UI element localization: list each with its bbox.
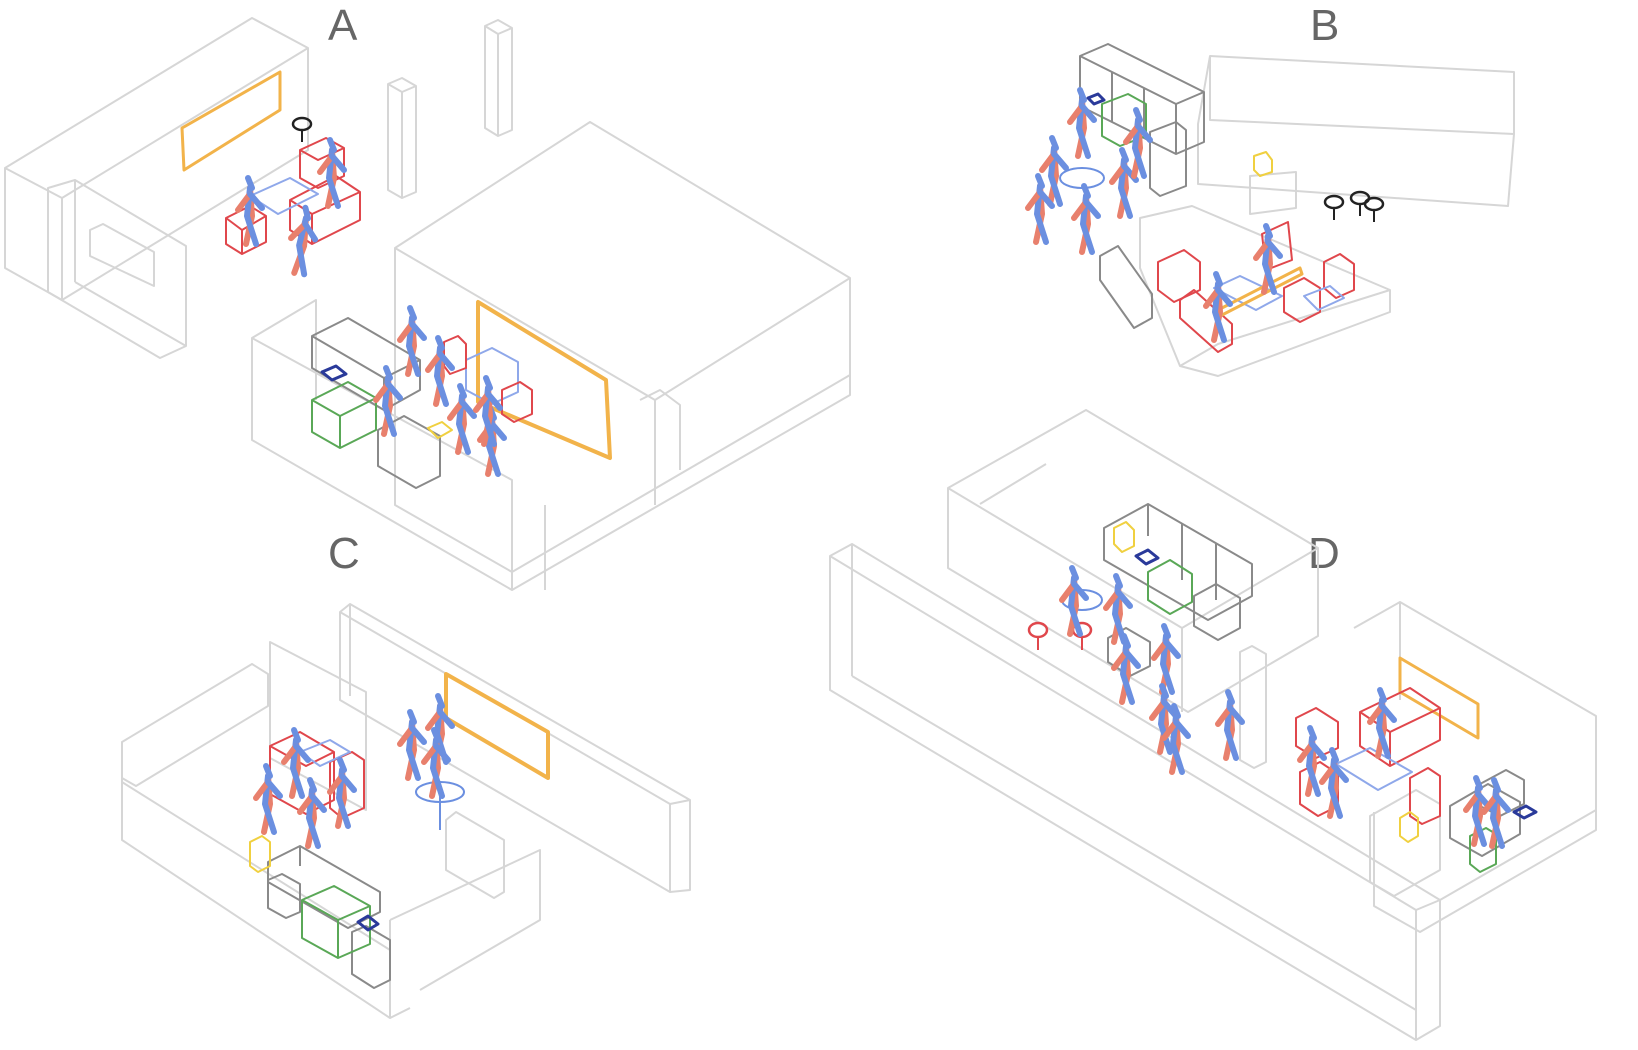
furniture-cluster-b <box>1157 221 1355 353</box>
panel-b: B <box>1028 1 1515 377</box>
room-walls-a <box>4 17 851 591</box>
panel-label-d: D <box>1308 529 1340 578</box>
panel-c: C <box>121 529 691 1019</box>
panel-a: A <box>4 1 851 591</box>
furniture-cluster-c <box>249 730 391 989</box>
panel-d: D <box>829 409 1597 1041</box>
furniture-cluster-d <box>1295 687 1538 873</box>
whiteboard-c <box>444 672 550 780</box>
whiteboard-a2 <box>476 300 612 460</box>
people-b <box>1028 90 1150 252</box>
furniture-cluster-a1 <box>225 137 361 275</box>
whiteboard-a1 <box>180 70 282 172</box>
shelf-b <box>1079 43 1205 329</box>
panel-label-c: C <box>328 529 360 578</box>
small-box-b <box>1253 151 1273 177</box>
room-walls-b <box>1139 55 1515 377</box>
room-walls-c <box>121 603 691 1019</box>
people-c <box>400 696 465 830</box>
shelf-d <box>1103 503 1253 677</box>
furniture-cluster-a2 <box>311 308 533 489</box>
whiteboard-d <box>1398 656 1480 740</box>
panel-label-a: A <box>328 1 358 50</box>
room-walls-d <box>829 409 1597 1041</box>
panel-label-b: B <box>1310 1 1339 50</box>
lamp-icon <box>1323 194 1345 222</box>
people-d-left <box>1027 568 1242 772</box>
